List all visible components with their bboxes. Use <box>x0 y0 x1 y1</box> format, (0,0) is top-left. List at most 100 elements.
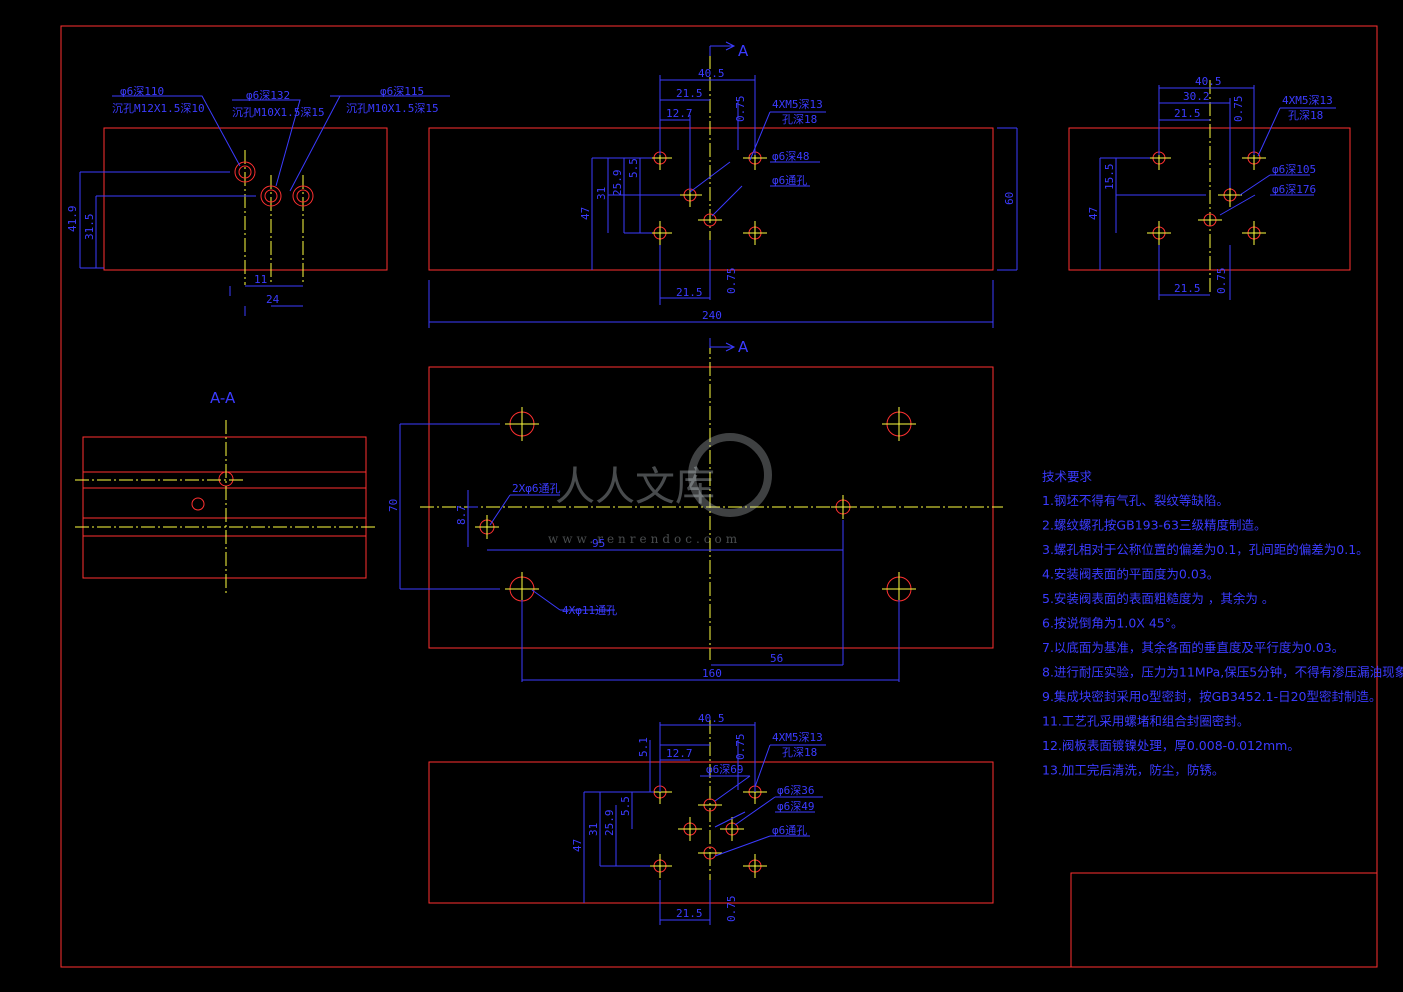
hole <box>292 185 314 207</box>
callout: φ6深110 <box>120 85 164 98</box>
dimension: 0.75 <box>734 734 747 761</box>
hole <box>234 161 256 183</box>
callout-note: 沉孔M10X1.5深15 <box>232 106 325 119</box>
dimension: 0.75 <box>725 268 738 295</box>
callout: φ6深132 <box>246 89 290 102</box>
section-mark: A <box>738 338 749 356</box>
callout-note: 孔深18 <box>782 113 817 126</box>
dimension: 21.5 <box>676 87 703 100</box>
tech-requirement-item: 6.按说倒角为1.0X 45°。 <box>1042 616 1184 631</box>
dimension: 41.9 <box>66 206 79 233</box>
dimension: 5.1 <box>637 737 650 757</box>
hole <box>238 165 252 179</box>
dimension: 47 <box>1087 207 1100 220</box>
callout: φ6深115 <box>380 85 424 98</box>
hole-cross <box>648 146 767 245</box>
title-block <box>1070 872 1377 967</box>
dimension: 12.7 <box>666 107 693 120</box>
dim-line <box>79 171 303 316</box>
leader-line <box>112 95 450 192</box>
callout: φ6深69 <box>706 763 744 776</box>
dimension: 30.2 <box>1183 90 1210 103</box>
tech-requirement-item: 5.安装阀表面的表面粗糙度为 ，其余为 。 <box>1042 591 1274 606</box>
callout: 4Xφ11通孔 <box>562 604 617 617</box>
watermark-logo-icon <box>688 433 772 517</box>
section-arrow <box>709 338 736 352</box>
dimension: 70 <box>387 499 400 512</box>
callout: 4XM5深13 <box>1282 94 1333 107</box>
hole <box>296 189 310 203</box>
dimension: 0.75 <box>1215 268 1228 295</box>
dimension: 0.75 <box>734 96 747 123</box>
leader-line <box>700 744 826 857</box>
dimension: 60 <box>1003 192 1016 205</box>
section-mark: A <box>738 42 749 60</box>
callout-note: 孔深18 <box>1288 109 1323 122</box>
tech-requirement-item: 4.安装阀表面的平面度为0.03。 <box>1042 567 1219 582</box>
callout: φ6深176 <box>1272 183 1316 196</box>
callout: 2Xφ6通孔 <box>512 482 561 495</box>
tech-requirement-item: 2.螺纹螺孔按GB193-63三级精度制造。 <box>1042 518 1266 533</box>
tech-requirements: 1.钢坯不得有气孔、裂纹等缺陷。 2.螺纹螺孔按GB193-63三级精度制造。 3.… <box>1042 493 1403 778</box>
dimension: 31 <box>595 187 608 200</box>
watermark-text: 人人文库 <box>555 464 715 510</box>
dimension: 47 <box>579 207 592 220</box>
section-view-outline <box>82 436 367 579</box>
section-view-title: A-A <box>210 389 236 407</box>
dim-line <box>428 75 1018 328</box>
dimension: 31 <box>587 823 600 836</box>
hole-cross <box>1147 146 1266 245</box>
dimension: 47 <box>571 839 584 852</box>
tech-requirement-item: 3.螺孔相对于公称位置的偏差为0.1，孔间距的偏差为0.1。 <box>1042 542 1369 557</box>
view2-outline <box>428 127 994 271</box>
hole-cross <box>475 407 916 606</box>
dimension: 56 <box>770 652 783 665</box>
callout: 4XM5深13 <box>772 98 823 111</box>
dimension: 25.9 <box>611 170 624 197</box>
tech-requirement-item: 11.工艺孔采用螺堵和组合封圈密封。 <box>1042 714 1249 729</box>
dimension: 15.5 <box>1103 164 1116 191</box>
dimension: 24 <box>266 293 280 306</box>
dimension: 21.5 <box>1174 282 1201 295</box>
callout: φ6深36 <box>777 784 815 797</box>
watermark: 人人文库 www.renrendoc.com <box>548 433 772 546</box>
tech-requirement-item: 1.钢坯不得有气孔、裂纹等缺陷。 <box>1042 493 1229 508</box>
section-hole <box>191 497 205 511</box>
hole <box>260 185 282 207</box>
tech-requirement-item: 12.阀板表面镀镍处理，厚0.008-0.012mm。 <box>1042 738 1300 753</box>
dim-line <box>583 722 756 925</box>
tech-title: 技术要求 <box>1042 469 1093 484</box>
callout: 4XM5深13 <box>772 731 823 744</box>
view5-outline <box>428 761 994 904</box>
dimension: 21.5 <box>1174 107 1201 120</box>
dimension: 21.5 <box>676 907 703 920</box>
dimension: 21.5 <box>676 286 703 299</box>
dimension: 160 <box>702 667 722 680</box>
dimension: 25.9 <box>603 810 616 837</box>
callout: φ6深49 <box>777 800 815 813</box>
tech-requirement-item: 8.进行耐压实验，压力为11MPa,保压5分钟，不得有渗压漏油现象。 <box>1042 665 1403 680</box>
dimension: 40.5 <box>698 67 725 80</box>
hole <box>264 189 278 203</box>
watermark-url: www.renrendoc.com <box>548 532 741 546</box>
section-arrow <box>709 41 736 56</box>
callout: φ6通孔 <box>772 824 807 837</box>
dimension: 240 <box>702 309 722 322</box>
leader-line <box>1219 107 1336 216</box>
dim-line <box>399 423 900 682</box>
tech-requirement-item: 9.集成块密封采用o型密封，按GB3452.1-日20型密封制造。 <box>1042 689 1382 704</box>
dimension: 12.7 <box>666 747 693 760</box>
leader-line <box>489 494 615 611</box>
dimension: 40.5 <box>1195 75 1222 88</box>
dimension: 31.5 <box>83 214 96 241</box>
drawing-frame <box>60 25 1378 968</box>
callout-note: 孔深18 <box>782 746 817 759</box>
callout: φ6通孔 <box>772 174 807 187</box>
dimension: 0.75 <box>1232 96 1245 123</box>
dimension: 5.5 <box>619 796 632 816</box>
dimension: 5.5 <box>627 158 640 178</box>
callout: φ6深105 <box>1272 163 1316 176</box>
dimension: 8.7 <box>455 505 468 525</box>
dimension: 95 <box>592 537 605 550</box>
